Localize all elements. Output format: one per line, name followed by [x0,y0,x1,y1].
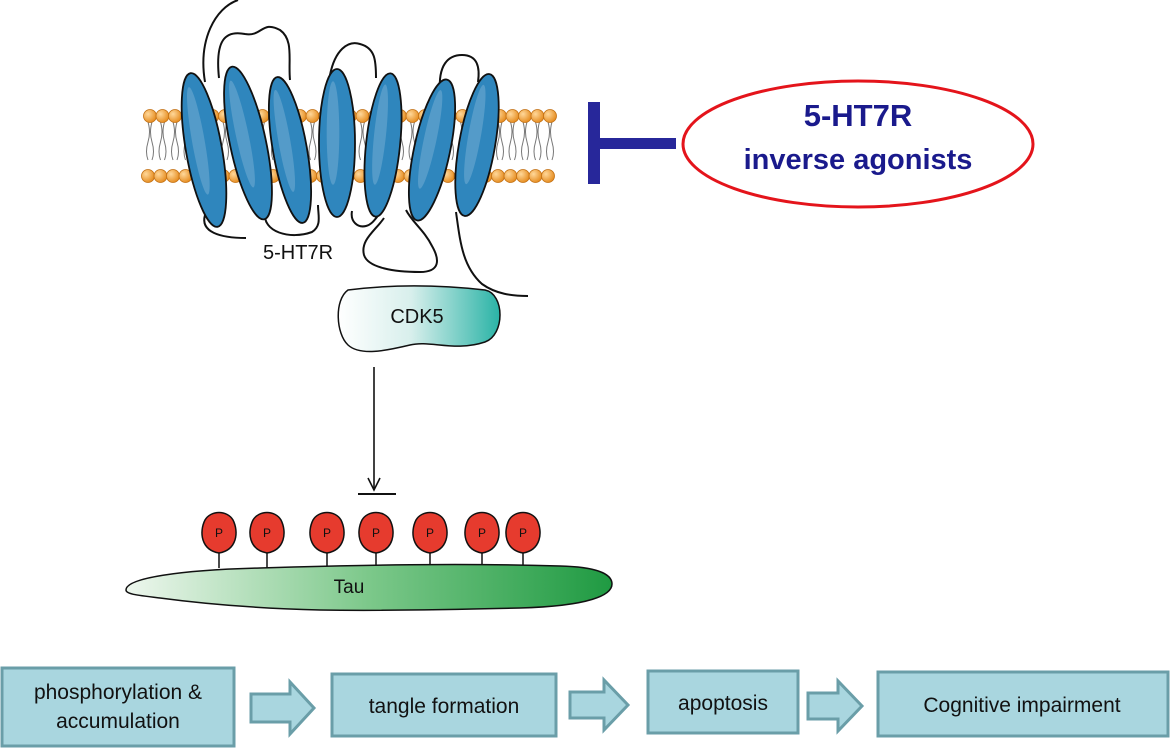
lipid-head [155,109,170,123]
phosphate-label: P [519,526,527,540]
lipid-tail [408,121,413,161]
phosphate-label: P [323,526,331,540]
lipid-head [503,169,518,183]
lipid-head [491,169,505,183]
lipid-tail [512,121,517,161]
cdk5-protein: CDK5 [337,285,501,353]
lipid-tail [537,121,542,161]
inhibitor-line2: inverse agonists [744,144,973,176]
lipid-head [518,109,532,123]
lipid-head [505,109,520,123]
lipid-tail [175,121,179,161]
lipid-tail [533,121,538,161]
lipid-head [528,169,543,183]
lipid-head [530,109,545,123]
step-label: Cognitive impairment [923,694,1120,717]
lipid-head [153,169,168,183]
helix-highlight [326,81,340,185]
lipid-head [168,109,182,123]
cdk5-label: CDK5 [390,306,443,328]
lipid-head [405,109,420,123]
lipid-tail [550,121,554,161]
tau-label: Tau [334,577,365,598]
helix-highlight [464,84,486,185]
phosphate-group [201,511,237,554]
phosphate-group [412,511,448,554]
lipid-tail [225,121,229,161]
transmembrane-helix [407,78,457,222]
inverse-agonist-callout: 5-HT7R inverse agonists [681,79,1035,209]
step-label-line1: phosphorylation & [34,681,202,704]
helix-highlight [418,90,443,189]
lipid-head [541,169,555,183]
receptor-helices [180,65,500,228]
helix-highlight [229,80,255,188]
lipid-tail [496,121,500,161]
transmembrane-helix [223,65,273,221]
lipid-head [166,169,180,183]
transmembrane-helix [363,72,403,218]
lipid-tail [171,121,175,161]
step-arrow-3 [806,677,865,735]
lipid-head [141,169,155,183]
step-box-tangle-formation: tangle formation [330,672,558,738]
lipid-tail [521,121,525,161]
cdk5-to-tau-arrow [358,367,396,495]
phosphate-label: P [263,526,271,540]
transmembrane-helix [267,76,313,224]
tau-protein: Tau [125,563,613,612]
lipid-tail [150,121,154,161]
transmembrane-helix [180,72,228,228]
phosphate-group [249,511,285,554]
lipid-tail [546,121,550,161]
helix-highlight [372,84,388,185]
step-arrow-1 [249,678,317,738]
step-label: apoptosis [678,692,768,715]
lipid-tail [308,121,313,161]
pathway-steps: phosphorylation & accumulation tangle fo… [0,666,1170,748]
step-box-apoptosis: apoptosis [646,669,800,735]
step-label-line2: accumulation [56,710,180,733]
lipid-head [355,109,370,123]
lipid-tail [500,121,504,161]
lipid-tail [146,121,150,161]
phosphate-group [505,511,541,554]
transmembrane-helix [454,73,500,217]
lipid-tail [358,121,363,161]
helix-highlight [186,87,210,195]
lipid-head [305,109,320,123]
step-box-cognitive-impairment: Cognitive impairment [876,670,1170,738]
receptor-label: 5-HT7R [263,242,333,264]
phosphate-label: P [478,526,486,540]
inhibition-tbar [588,102,676,184]
phosphate-group [358,511,394,554]
step-box-phosphorylation: phosphorylation & accumulation [0,666,236,748]
lipid-tail [162,121,167,161]
phosphate-group [309,511,345,554]
lipid-tail [525,121,529,161]
step-label: tangle formation [369,695,520,718]
phosphate-label: P [215,526,223,540]
phosphate-label: P [426,526,434,540]
transmembrane-helix [318,68,356,218]
lipid-tail [508,121,513,161]
lipid-head [516,169,530,183]
callout-ellipse [681,79,1035,209]
phosphate-label: P [372,526,380,540]
inhibitor-line1: 5-HT7R [804,98,913,133]
lipid-tail [312,121,317,161]
lipid-head [143,109,157,123]
helix-highlight [273,89,296,192]
step-arrow-2 [568,676,631,734]
lipid-tail [158,121,163,161]
lipid-head [543,109,557,123]
phosphate-group [464,511,500,554]
